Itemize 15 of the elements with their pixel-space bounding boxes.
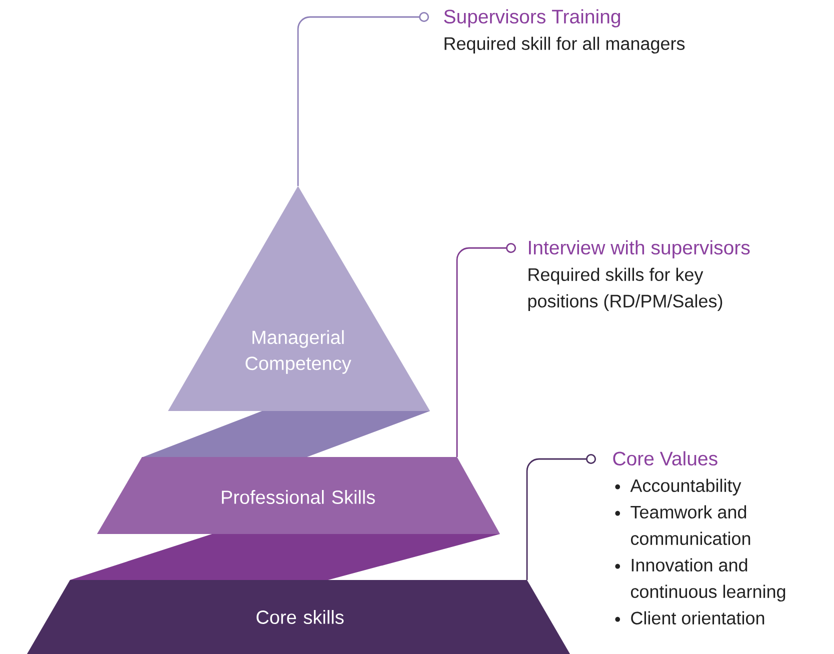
- bullet-item: Accountability: [615, 478, 742, 496]
- bullet-item: Innovation and continuous learning: [615, 558, 786, 602]
- callout-title: Interview with supervisors: [529, 240, 750, 258]
- bullet-item: Client orientation: [615, 611, 764, 624]
- callout-description: Required skill for all managers: [444, 36, 685, 54]
- pyramid-tier: Core skills: [27, 534, 570, 654]
- pyramid-triangle: Managerial Competency: [168, 186, 430, 411]
- leader-line: [297, 12, 429, 186]
- bullet-item: Teamwork and communication: [615, 505, 750, 545]
- leader-line: [456, 243, 516, 457]
- callout-description: Required skills for key positions (RD/PM/Sales): [528, 268, 722, 312]
- callout-title: Supervisors Training: [444, 9, 620, 28]
- pyramid-tier: Professional Skills: [97, 411, 500, 534]
- callout-title: Core Values: [613, 451, 718, 466]
- leader-line: [526, 454, 596, 580]
